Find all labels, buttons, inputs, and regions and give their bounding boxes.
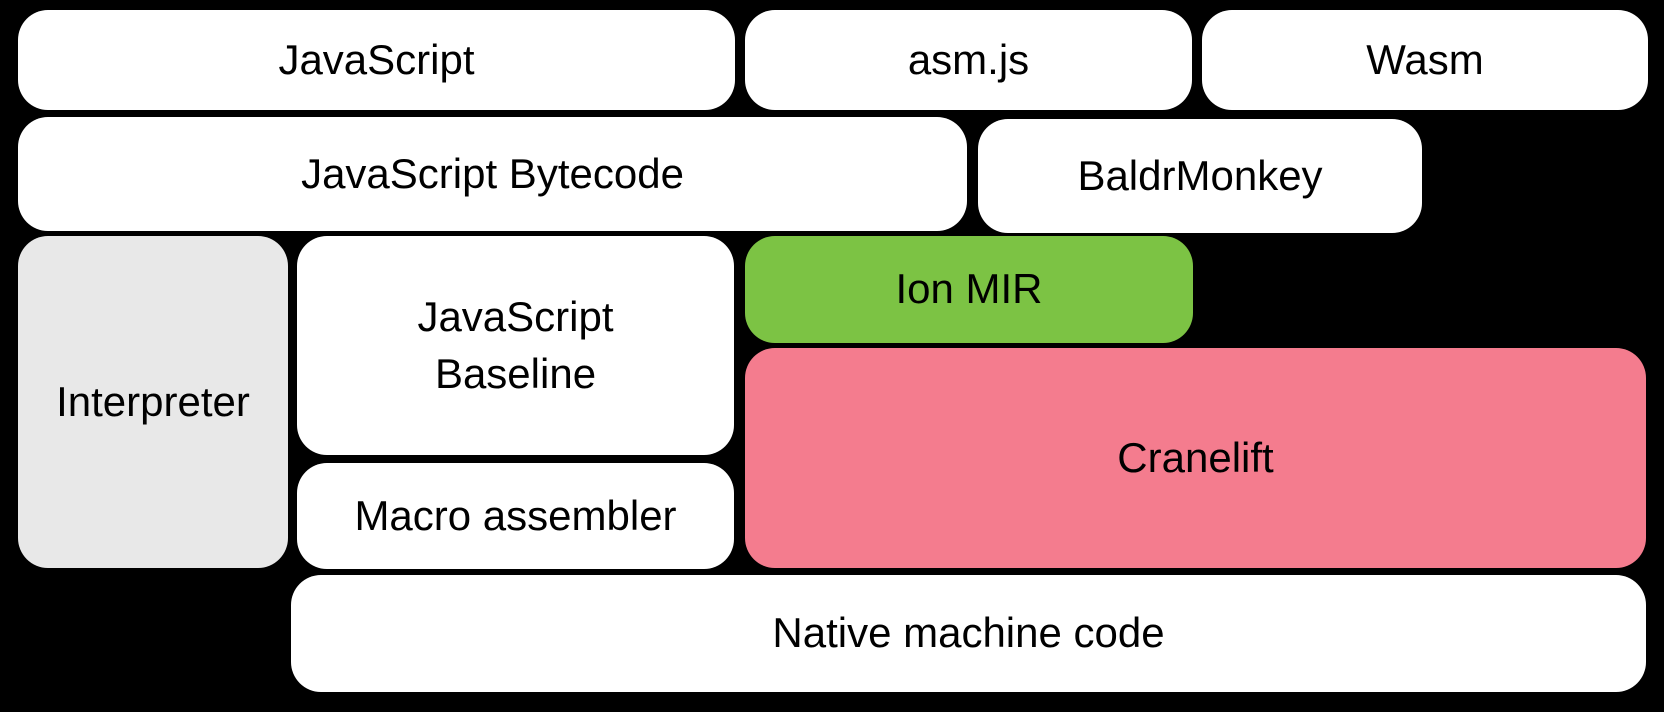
node-ion-mir: Ion MIR	[745, 236, 1193, 343]
node-label: Interpreter	[56, 377, 250, 425]
node-native-machine-code: Native machine code	[291, 575, 1646, 692]
node-cranelift: Cranelift	[745, 348, 1646, 568]
node-javascript-baseline: JavaScript Baseline	[297, 236, 734, 455]
node-wasm: Wasm	[1202, 10, 1648, 110]
node-label: JavaScript Bytecode	[301, 149, 684, 197]
node-javascript-bytecode: JavaScript Bytecode	[18, 117, 967, 231]
node-asmjs: asm.js	[745, 10, 1192, 110]
node-label: BaldrMonkey	[1077, 151, 1323, 199]
node-label: asm.js	[907, 35, 1030, 83]
node-label: Cranelift	[1117, 433, 1274, 481]
node-label: JavaScript	[278, 35, 475, 83]
node-label: JavaScript Baseline	[417, 293, 614, 397]
node-label: Ion MIR	[895, 265, 1043, 313]
node-macro-assembler: Macro assembler	[297, 463, 734, 569]
node-label: Native machine code	[772, 609, 1165, 657]
node-label: Wasm	[1366, 35, 1484, 83]
node-label: Macro assembler	[354, 491, 677, 539]
node-baldrmonkey: BaldrMonkey	[978, 119, 1422, 233]
node-javascript: JavaScript	[18, 10, 735, 110]
node-interpreter: Interpreter	[18, 236, 288, 568]
